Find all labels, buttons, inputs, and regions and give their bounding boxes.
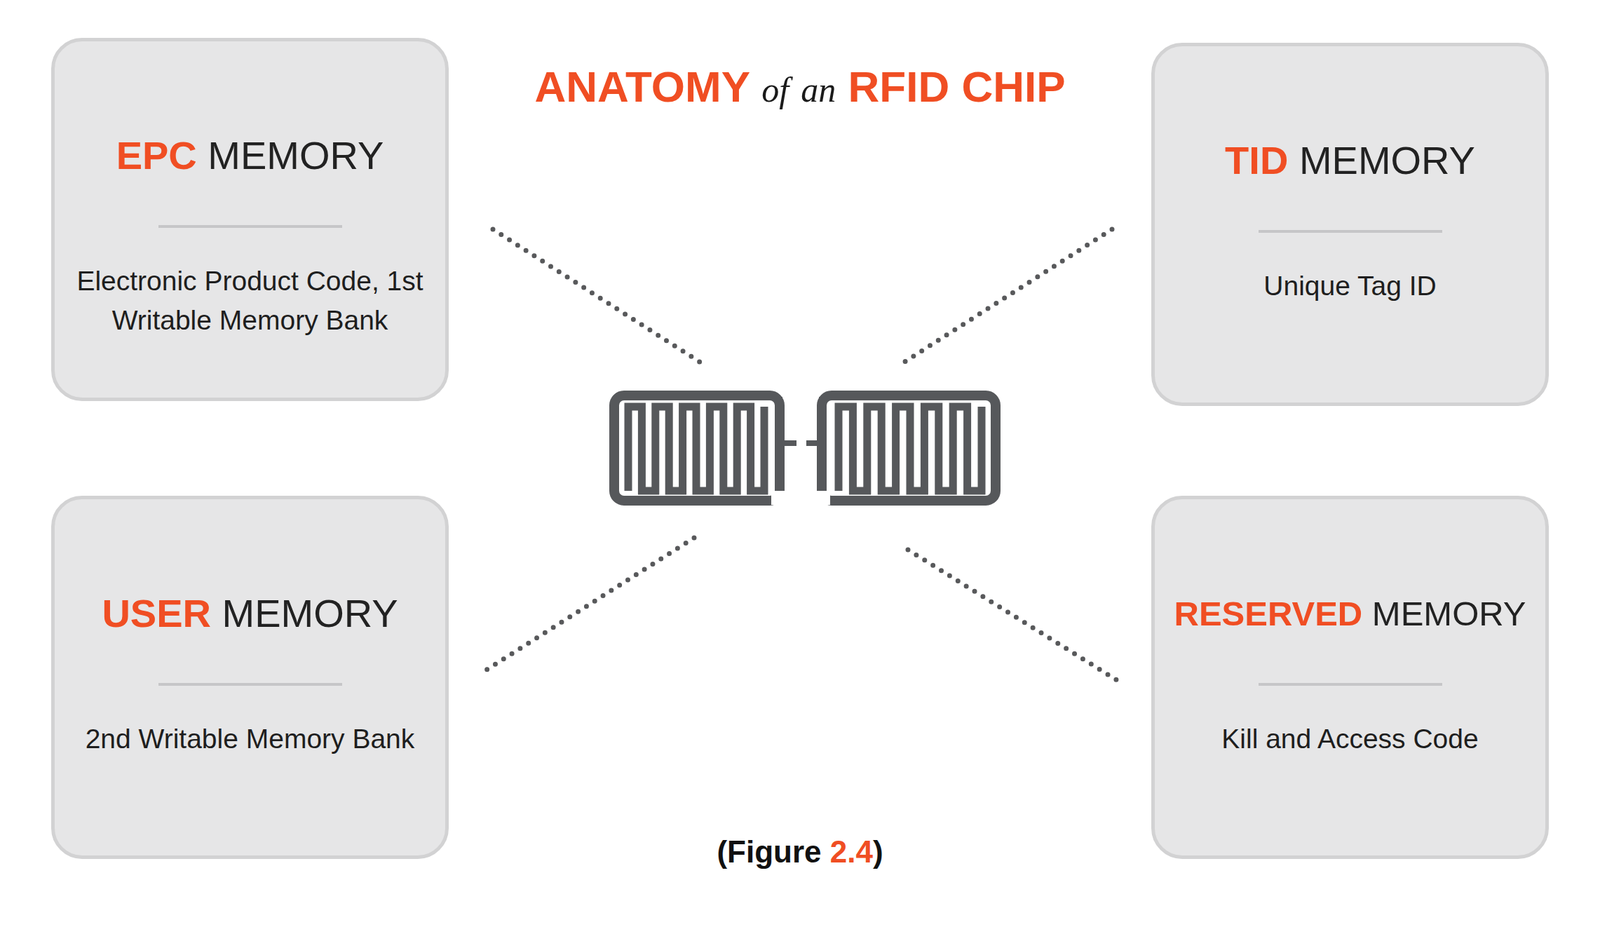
heading-word: EPC — [116, 133, 198, 178]
caption: (Figure 2.4) — [0, 834, 1600, 870]
chip-lead — [779, 396, 797, 444]
memory-box: TID MEMORY Unique Tag ID — [1151, 42, 1549, 406]
heading-word: TID — [1224, 138, 1288, 183]
memory-heading: EPC MEMORY — [116, 129, 385, 182]
caption-part: ) — [872, 834, 884, 869]
title-word: CHIP — [961, 62, 1066, 111]
memory-description: Kill and Access Code — [1203, 719, 1497, 759]
title-word — [749, 62, 762, 111]
title-word: of — [761, 70, 789, 110]
title-word: an — [800, 70, 836, 110]
divider — [158, 225, 343, 228]
antenna-frame — [821, 395, 996, 501]
title-word: RFID — [848, 62, 951, 111]
heading-word: RESERVED — [1174, 594, 1364, 633]
leader-lines — [482, 229, 1123, 684]
rfid-tag — [614, 395, 996, 505]
heading-word: MEMORY — [1287, 138, 1476, 183]
title-word — [788, 62, 801, 111]
heading-word: MEMORY — [211, 591, 399, 636]
caption-part: 2.4 — [830, 834, 873, 869]
memory-box: RESERVED MEMORY Kill and Access Code — [1151, 495, 1549, 859]
antenna-trace — [838, 406, 982, 491]
divider — [158, 682, 343, 686]
caption-part: (Figure — [716, 834, 830, 869]
memory-heading: RESERVED MEMORY — [1174, 587, 1527, 640]
memory-description: 2nd Writable Memory Bank — [67, 719, 434, 759]
frame-gap — [771, 490, 786, 505]
memory-description: Unique Tag ID — [1245, 266, 1455, 306]
leader-line — [900, 229, 1113, 365]
title-word — [835, 62, 848, 111]
antenna-trace — [628, 406, 765, 491]
memory-description: Electronic Product Code, 1st Writable Me… — [54, 261, 446, 341]
memory-box: EPC MEMORY Electronic Product Code, 1st W… — [51, 37, 449, 402]
heading-word: USER — [101, 591, 212, 636]
memory-heading: TID MEMORY — [1224, 134, 1476, 187]
divider — [1258, 229, 1443, 233]
divider — [1258, 682, 1443, 686]
leader-line — [482, 537, 695, 673]
leader-line — [907, 549, 1123, 684]
heading-word: MEMORY — [1362, 594, 1526, 633]
chip-lead — [806, 396, 822, 444]
antenna-trace — [838, 406, 982, 491]
title-word: ANATOMY — [534, 62, 750, 111]
leader-line — [492, 229, 704, 365]
memory-box: USER MEMORY 2nd Writable Memory Bank — [51, 495, 449, 859]
heading-word: MEMORY — [197, 133, 385, 178]
frame-gap — [816, 490, 831, 505]
title-word — [949, 62, 962, 111]
antenna-trace — [628, 406, 765, 491]
memory-heading: USER MEMORY — [101, 587, 398, 640]
antenna-frame — [614, 395, 780, 501]
